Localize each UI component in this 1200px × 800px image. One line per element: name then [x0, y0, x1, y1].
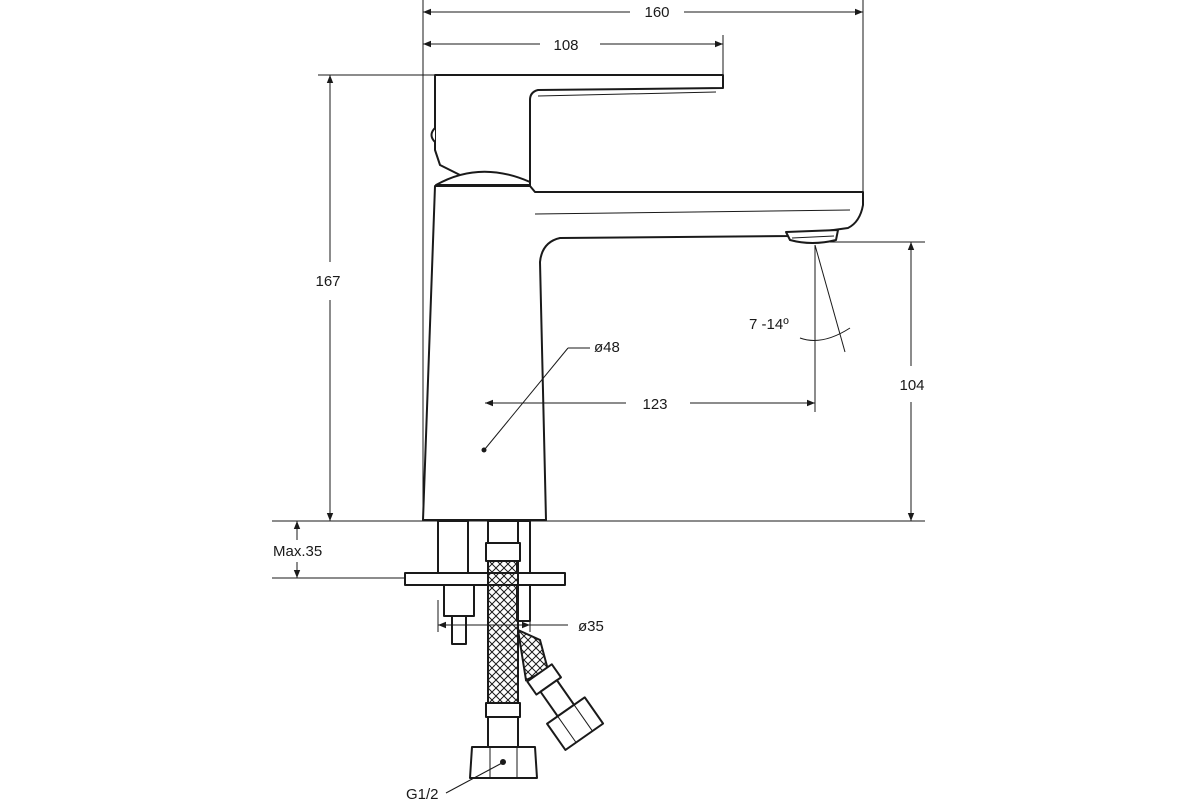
- dim-height-total: 167: [315, 273, 340, 290]
- dim-spout-height: 104: [899, 377, 924, 394]
- dimension-lines: [293, 8, 915, 794]
- faucet-body: [422, 74, 864, 521]
- dim-spout-reach: 123: [642, 396, 667, 413]
- dim-hole-diameter: ø35: [578, 618, 604, 635]
- dim-spray-angle: 7 -14º: [749, 316, 789, 333]
- dimension-labels: 160 108 167 104 123 ø48 7 -14º Max.35 ø3…: [273, 4, 925, 800]
- dim-width-handle: 108: [553, 37, 578, 54]
- dim-thread: G1/2: [406, 786, 439, 800]
- dim-body-diameter: ø48: [594, 339, 620, 356]
- dim-width-total: 160: [644, 4, 669, 21]
- mounting-hardware: [404, 520, 605, 779]
- dim-max-mount: Max.35: [273, 543, 322, 560]
